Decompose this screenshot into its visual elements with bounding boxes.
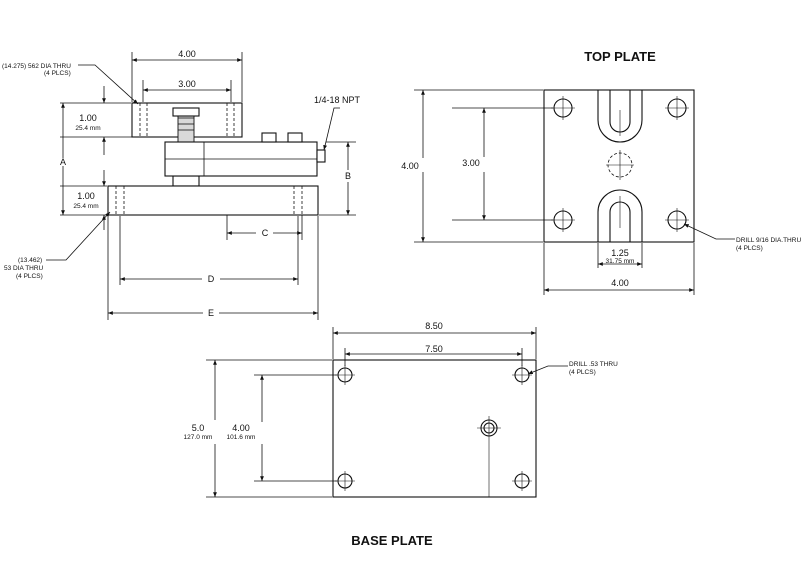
side-hole-spacing-top: 3.00: [178, 79, 196, 89]
top-drill-note-1: DRILL 9/16 DIA.THRU: [736, 237, 801, 244]
side-top-hole-note-2: (4 PLCS): [44, 70, 71, 77]
base-hole-spacing-y: 4.00: [232, 423, 250, 433]
base-width: 8.50: [425, 321, 443, 331]
side-view: 4.00 3.00 (14.275) 562 DIA THRU (4 PLCS)…: [2, 49, 361, 320]
base-height: 5.0: [192, 423, 205, 433]
side-top-thickness: 1.00: [79, 113, 97, 123]
base-drill-note-1: DRILL .53 THRU: [569, 361, 618, 368]
side-base-thickness: 1.00: [77, 191, 95, 201]
side-connector: [316, 149, 326, 163]
base-plate-view: 8.50 7.50 5.0 127.0 mm 4.00 101.6 mm DRI…: [184, 321, 619, 548]
base-plate-title: BASE PLATE: [351, 533, 433, 548]
top-plate-outline: [543, 89, 695, 243]
top-drill-note-2: (4 PLCS): [736, 245, 763, 252]
side-base-hole-note-1: (13.462): [18, 257, 42, 264]
top-height: 4.00: [401, 161, 419, 171]
side-base-thickness-mm: 25.4 mm: [73, 203, 98, 210]
base-height-mm: 127.0 mm: [184, 434, 213, 441]
side-width-top: 4.00: [178, 49, 196, 59]
base-hole-spacing-y-mm: 101.6 mm: [227, 434, 256, 441]
side-base-hole-note-2: 53 DIA THRU: [4, 265, 44, 272]
base-hole-spacing-x: 7.50: [425, 344, 443, 354]
top-width: 4.00: [611, 278, 629, 288]
label-e: E: [208, 308, 214, 318]
side-top-thickness-mm: 25.4 mm: [75, 125, 100, 132]
top-slot-spacing-mm: 31.75 mm: [606, 258, 635, 265]
side-base-hole-note-3: (4 PLCS): [16, 273, 43, 280]
label-d: D: [208, 274, 215, 284]
side-base-plate: [107, 185, 319, 216]
label-c: C: [262, 228, 269, 238]
base-drill-note-2: (4 PLCS): [569, 369, 596, 376]
npt-label: 1/4-18 NPT: [314, 95, 361, 105]
base-plate-outline: [332, 359, 537, 498]
top-plate-view: TOP PLATE 4.00: [401, 49, 801, 295]
label-a: A: [60, 157, 66, 167]
top-plate-title: TOP PLATE: [584, 49, 656, 64]
side-nut: [172, 107, 200, 117]
top-slot-lower: [597, 189, 643, 242]
top-hole-spacing: 3.00: [462, 158, 480, 168]
top-slot-upper: [597, 90, 643, 143]
side-top-hole-note-1: (14.275) 562 DIA THRU: [2, 63, 71, 70]
top-slot-spacing: 1.25: [611, 248, 629, 258]
label-b: B: [345, 171, 351, 181]
